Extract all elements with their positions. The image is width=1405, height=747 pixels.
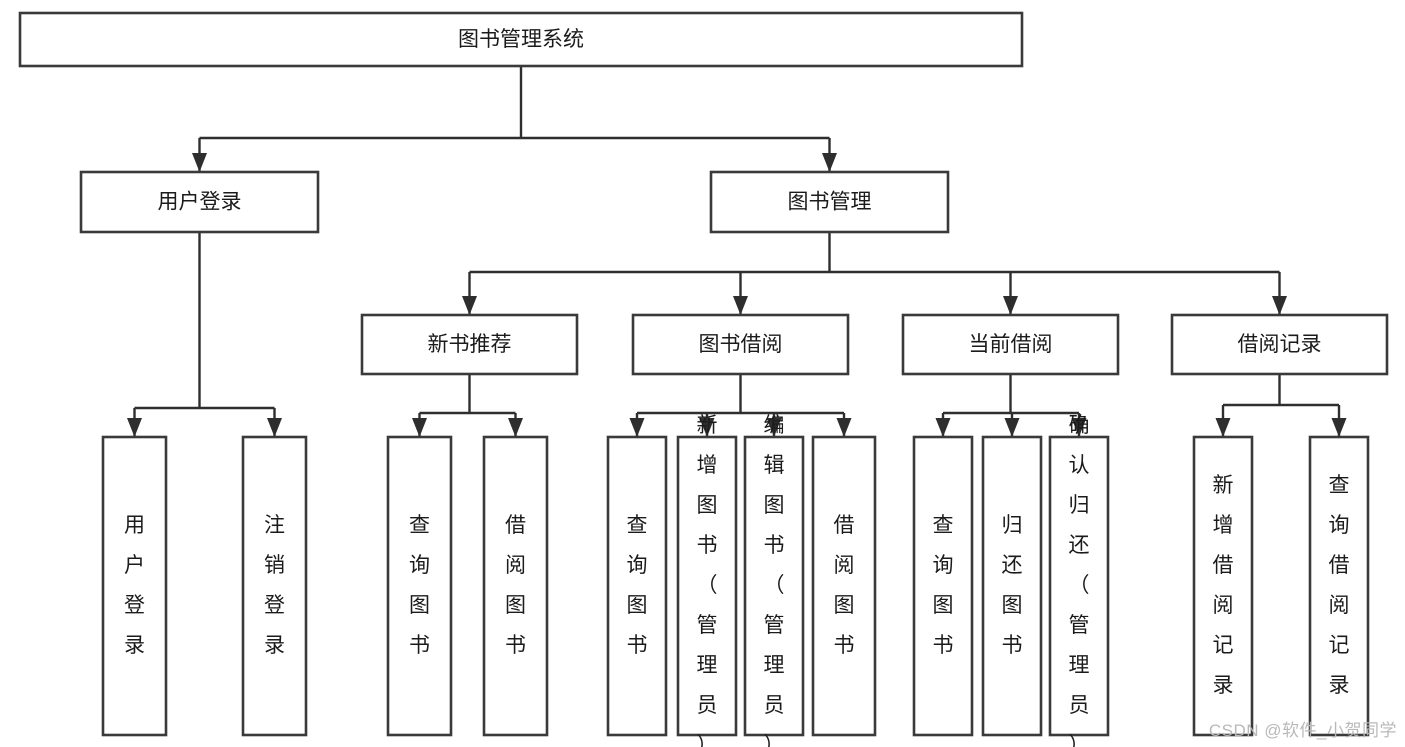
node-box-leaf-new-borrow (482, 435, 549, 737)
node-box-leaf-new-query (386, 435, 453, 737)
node-box-current (901, 313, 1120, 376)
node-leaf-borrow-add[interactable]: 新增图书（管理员） (676, 414, 738, 747)
node-login[interactable]: 用户登录 (79, 170, 320, 234)
arrow-head-icon (192, 153, 207, 172)
node-leaf-cur-return[interactable]: 归还图书 (981, 435, 1043, 737)
edge-group-borrow (629, 374, 852, 437)
arrow-head-icon (699, 418, 715, 437)
arrow-head-icon (1331, 418, 1347, 437)
arrow-head-icon (1003, 296, 1018, 315)
connector-layer (127, 66, 1347, 437)
node-label-leaf-new-borrow: 借阅图书 (505, 514, 526, 657)
node-label-leaf-borrow-add: 新增图书（管理员） (697, 414, 718, 747)
node-bookmgr[interactable]: 图书管理 (709, 170, 950, 234)
node-box-leaf-cur-confirm (1048, 435, 1110, 737)
node-label-records: 借阅记录 (1238, 333, 1322, 356)
node-layer: 图书管理系统用户登录图书管理新书推荐图书借阅当前借阅借阅记录用户登录注销登录查询… (18, 11, 1389, 747)
node-label-login: 用户登录 (158, 191, 242, 214)
node-box-leaf-user-logout (241, 435, 308, 737)
node-leaf-cur-confirm[interactable]: 确认归还（管理员） (1048, 414, 1110, 747)
node-box-root (18, 11, 1024, 68)
node-label-leaf-user-login: 用户登录 (124, 514, 145, 657)
edge-group-records (1215, 374, 1347, 437)
node-box-leaf-cur-query (912, 435, 974, 737)
arrow-head-icon (267, 418, 282, 437)
node-label-bookmgr: 图书管理 (788, 191, 872, 214)
arrow-head-icon (127, 418, 142, 437)
node-leaf-user-login[interactable]: 用户登录 (101, 435, 168, 737)
node-leaf-rec-query[interactable]: 查询借阅记录 (1308, 435, 1370, 737)
edge-group-current (935, 374, 1087, 437)
arrow-head-icon (462, 296, 477, 315)
node-leaf-user-logout[interactable]: 注销登录 (241, 435, 308, 737)
node-leaf-borrow-query[interactable]: 查询图书 (606, 435, 668, 737)
node-box-leaf-borrow-lend (811, 435, 877, 737)
arrow-head-icon (1071, 418, 1087, 437)
arrow-head-icon (766, 418, 782, 437)
node-root[interactable]: 图书管理系统 (18, 11, 1024, 68)
node-label-leaf-rec-query: 查询借阅记录 (1329, 474, 1350, 697)
node-label-leaf-cur-confirm: 确认归还（管理员） (1069, 414, 1090, 747)
node-label-leaf-borrow-query: 查询图书 (627, 514, 648, 657)
arrow-head-icon (1215, 418, 1231, 437)
node-leaf-new-borrow[interactable]: 借阅图书 (482, 435, 549, 737)
node-label-leaf-cur-query: 查询图书 (933, 514, 954, 657)
node-leaf-new-query[interactable]: 查询图书 (386, 435, 453, 737)
node-box-records (1170, 313, 1389, 376)
arrow-head-icon (412, 418, 427, 437)
node-box-login (79, 170, 320, 234)
arrow-head-icon (822, 153, 837, 172)
node-leaf-cur-query[interactable]: 查询图书 (912, 435, 974, 737)
node-label-leaf-new-query: 查询图书 (409, 514, 430, 657)
arrow-head-icon (629, 418, 645, 437)
node-label-borrow: 图书借阅 (699, 333, 783, 356)
node-label-leaf-rec-add: 新增借阅记录 (1213, 474, 1234, 697)
edge-group-bookmgr (462, 232, 1287, 315)
node-box-leaf-user-login (101, 435, 168, 737)
arrow-head-icon (935, 418, 951, 437)
node-box-leaf-borrow-edit (743, 435, 805, 737)
node-label-leaf-borrow-lend: 借阅图书 (834, 514, 855, 657)
edge-group-root (192, 66, 837, 172)
node-label-leaf-cur-return: 归还图书 (1002, 514, 1023, 657)
node-leaf-rec-add[interactable]: 新增借阅记录 (1192, 435, 1254, 737)
node-box-newbook (360, 313, 579, 376)
node-box-leaf-borrow-query (606, 435, 668, 737)
node-leaf-borrow-lend[interactable]: 借阅图书 (811, 435, 877, 737)
node-box-bookmgr (709, 170, 950, 234)
node-records[interactable]: 借阅记录 (1170, 313, 1389, 376)
node-current[interactable]: 当前借阅 (901, 313, 1120, 376)
node-label-leaf-user-logout: 注销登录 (264, 514, 285, 657)
node-box-leaf-rec-query (1308, 435, 1370, 737)
node-leaf-borrow-edit[interactable]: 编辑图书（管理员） (743, 414, 805, 747)
node-box-leaf-borrow-add (676, 435, 738, 737)
node-box-borrow (631, 313, 850, 376)
node-newbook[interactable]: 新书推荐 (360, 313, 579, 376)
arrow-head-icon (1004, 418, 1020, 437)
arrow-head-icon (508, 418, 523, 437)
edge-group-login (127, 232, 282, 437)
node-label-current: 当前借阅 (969, 333, 1053, 356)
edge-group-newbook (412, 374, 523, 437)
csdn-watermark: CSDN @软件_小贺同学 (1208, 721, 1397, 740)
arrow-head-icon (1272, 296, 1287, 315)
arrow-head-icon (836, 418, 852, 437)
node-label-root: 图书管理系统 (458, 28, 584, 51)
node-borrow[interactable]: 图书借阅 (631, 313, 850, 376)
node-box-leaf-cur-return (981, 435, 1043, 737)
node-label-newbook: 新书推荐 (428, 333, 512, 356)
node-box-leaf-rec-add (1192, 435, 1254, 737)
node-label-leaf-borrow-edit: 编辑图书（管理员） (764, 414, 785, 747)
arrow-head-icon (733, 296, 748, 315)
